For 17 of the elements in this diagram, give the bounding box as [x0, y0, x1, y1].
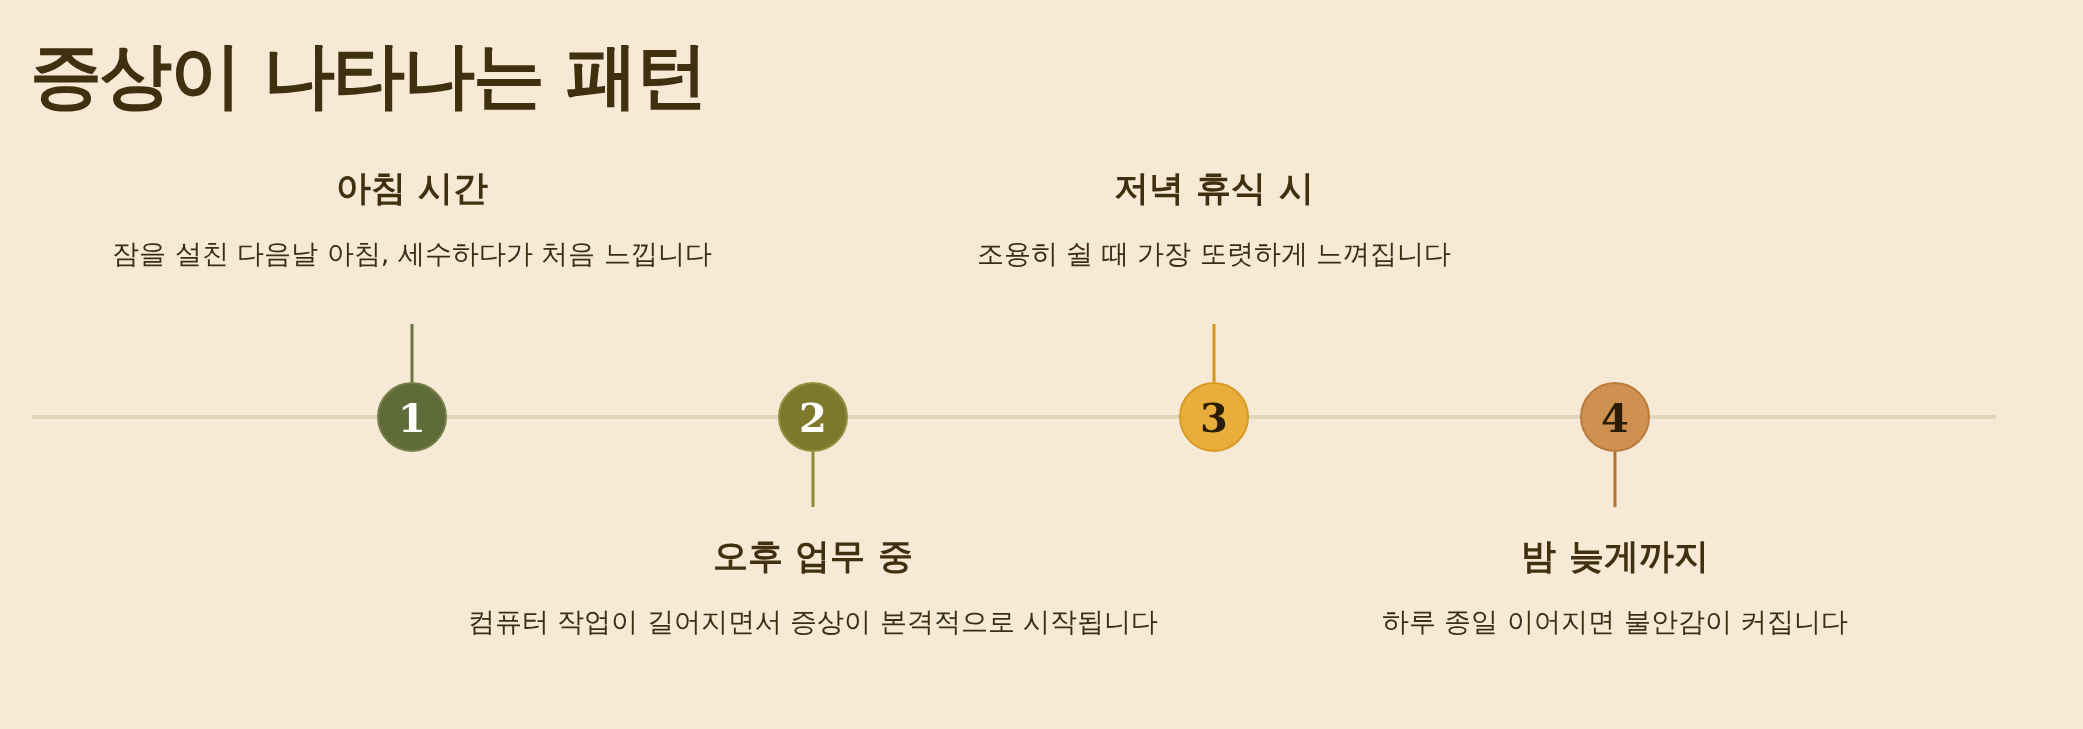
event-heading: 오후 업무 중	[713, 535, 913, 578]
title: 증상이 나타나는 패턴	[30, 32, 707, 119]
event-description: 하루 종일 이어지면 불안감이 커집니다	[1381, 605, 1849, 639]
step-number: 2	[778, 382, 848, 452]
step-number: 3	[1179, 382, 1249, 452]
event-description: 조용히 쉴 때 가장 또렷하게 느껴집니다	[976, 237, 1452, 271]
event-heading: 밤 늦게까지	[1521, 535, 1709, 578]
connector-line	[1212, 324, 1216, 382]
event-description: 잠을 설친 다음날 아침, 세수하다가 처음 느낍니다	[111, 237, 713, 271]
event-heading: 저녁 휴식 시	[1114, 167, 1314, 210]
connector-line	[811, 452, 815, 507]
event-description: 컴퓨터 작업이 길어지면서 증상이 본격적으로 시작됩니다	[467, 605, 1159, 639]
step-number: 1	[377, 382, 447, 452]
connector-line	[410, 324, 414, 382]
step-number: 4	[1580, 382, 1650, 452]
connector-line	[1613, 452, 1617, 507]
event-heading: 아침 시간	[335, 167, 489, 210]
